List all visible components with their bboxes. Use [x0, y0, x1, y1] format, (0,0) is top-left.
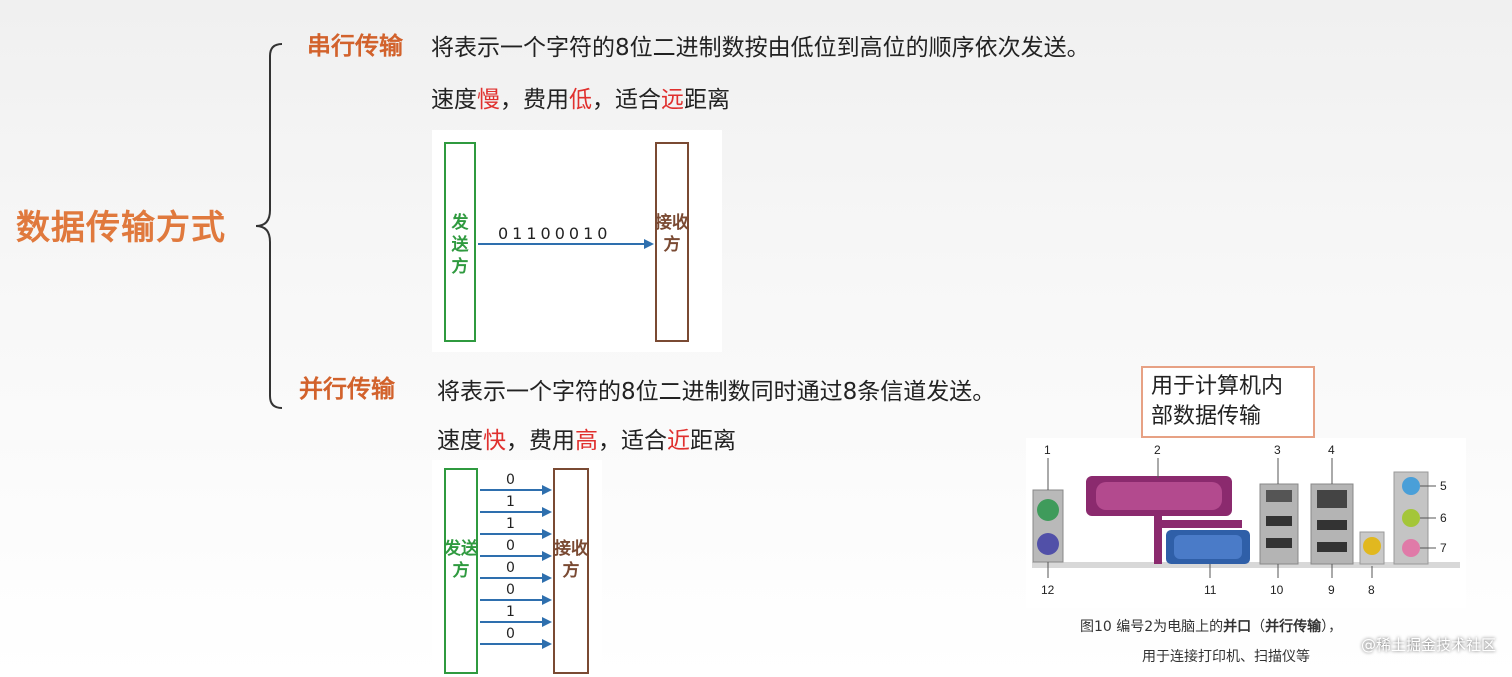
parallel-channel-arrow-7	[480, 617, 552, 627]
parallel-sender-box	[444, 468, 478, 674]
parallel-cost-label: ，费用	[506, 428, 575, 454]
curly-brace	[255, 43, 283, 409]
parallel-channel-arrow-4	[480, 551, 552, 561]
parallel-fit-suffix: 距离	[690, 428, 736, 454]
parallel-properties: 速度快，费用高，适合近距离	[437, 421, 736, 455]
serial-cost-value: 低	[569, 87, 592, 113]
parallel-bit-1: 0	[506, 472, 515, 488]
parallel-channel-arrow-2	[480, 507, 552, 517]
ports-illustration: 1 2 3 4 5 6 7 8 9 10 11 12	[1026, 438, 1466, 608]
port-label-9: 9	[1328, 583, 1335, 597]
serial-sender-box	[444, 142, 476, 342]
parallel-bit-7: 1	[506, 604, 515, 620]
serial-cost-label: ，费用	[500, 87, 569, 113]
serial-speed-label: 速度	[431, 87, 477, 113]
parallel-fit-label: ，适合	[598, 428, 667, 454]
parallel-speed-value: 快	[483, 428, 506, 454]
caption-text: 图10 编号2为电脑上的	[1080, 619, 1224, 635]
parallel-channel-arrow-3	[480, 529, 552, 539]
caption-bold-2: 并行传输	[1265, 619, 1322, 635]
parallel-channel-arrow-1	[480, 485, 552, 495]
port-label-6: 6	[1440, 511, 1447, 525]
caption-open: （	[1251, 619, 1266, 635]
port-label-5: 5	[1440, 479, 1447, 493]
port-label-3: 3	[1274, 443, 1281, 457]
serial-heading: 串行传输	[307, 32, 403, 60]
ports-caption: 图10 编号2为电脑上的并口（并行传输），	[1080, 616, 1342, 636]
parallel-bit-5: 0	[506, 560, 515, 576]
parallel-speed-label: 速度	[437, 428, 483, 454]
parallel-channel-arrow-5	[480, 573, 552, 583]
serial-description: 将表示一个字符的8位二进制数按由低位到高位的顺序依次发送。	[431, 35, 1090, 61]
parallel-sender-label: 发送方	[444, 539, 478, 581]
parallel-receiver-box	[553, 468, 589, 674]
port-label-1: 1	[1044, 443, 1051, 457]
caption-close: ），	[1321, 619, 1343, 635]
parallel-channel-arrow-6	[480, 595, 552, 605]
note-line-2: 部数据传输	[1151, 404, 1262, 429]
parallel-heading: 并行传输	[299, 375, 395, 403]
port-label-11: 11	[1204, 583, 1217, 597]
serial-fit-label: ，适合	[592, 87, 661, 113]
ports-caption-line-2: 用于连接打印机、扫描仪等	[1142, 649, 1310, 665]
serial-fit-suffix: 距离	[684, 87, 730, 113]
main-title: 数据传输方式	[16, 208, 226, 248]
serial-properties: 速度慢，费用低，适合远距离	[431, 80, 730, 114]
parallel-cost-value: 高	[575, 428, 598, 454]
serial-speed-value: 慢	[477, 87, 500, 113]
parallel-diagram: 发送方 接收方 0 1 1 0 0 0 1 0	[432, 460, 602, 677]
parallel-bit-4: 0	[506, 538, 515, 554]
port-label-2: 2	[1154, 443, 1161, 457]
parallel-bit-3: 1	[506, 516, 515, 532]
port-label-4: 4	[1328, 443, 1335, 457]
parallel-bit-6: 0	[506, 582, 515, 598]
port-label-12: 12	[1041, 583, 1055, 597]
watermark: @稀土掘金技术社区	[1360, 636, 1496, 654]
note-line-1: 用于计算机内	[1151, 374, 1284, 399]
port-label-10: 10	[1270, 583, 1284, 597]
serial-sender-label: 发送方	[451, 213, 469, 277]
serial-arrow	[478, 239, 654, 249]
serial-fit-value: 远	[661, 87, 684, 113]
parallel-bit-8: 0	[506, 626, 515, 642]
port-label-8: 8	[1368, 583, 1375, 597]
serial-diagram: 发送方 接收方 01100010	[432, 130, 722, 352]
port-label-7: 7	[1440, 541, 1447, 555]
parallel-bit-2: 1	[506, 494, 515, 510]
serial-receiver-box	[655, 142, 689, 342]
caption-bold-1: 并口	[1223, 619, 1252, 635]
note-box: 用于计算机内 部数据传输	[1141, 366, 1315, 438]
serial-receiver-label: 接收方	[655, 213, 689, 255]
parallel-description: 将表示一个字符的8位二进制数同时通过8条信道发送。	[437, 379, 996, 405]
parallel-receiver-label: 接收方	[554, 539, 588, 581]
parallel-channel-arrow-8	[480, 639, 552, 649]
serial-bits: 01100010	[498, 224, 612, 243]
parallel-fit-value: 近	[667, 428, 690, 454]
